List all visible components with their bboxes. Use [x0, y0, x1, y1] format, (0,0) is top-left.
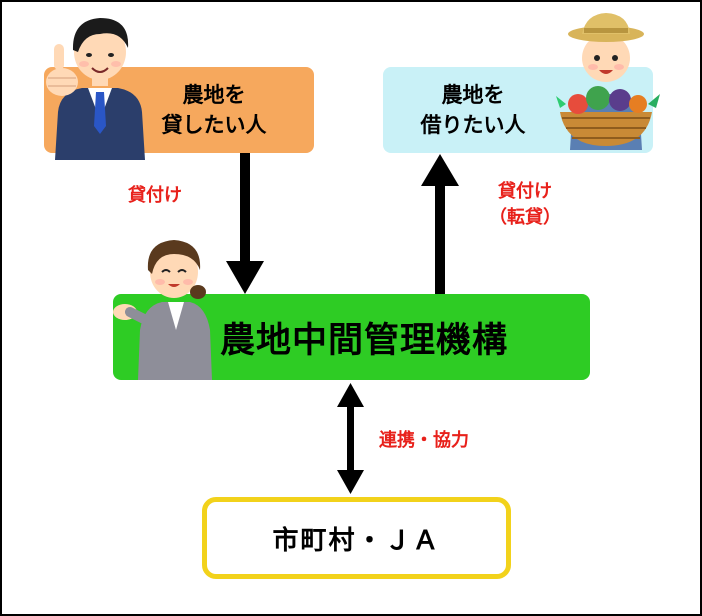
municipality-label: 市町村・ＪＡ: [272, 525, 441, 556]
agency-label: 農地中間管理機構: [219, 320, 508, 361]
cooperation-label: 連携・協力: [379, 430, 469, 451]
borrower-label: 農地を 借りたい人: [420, 83, 526, 137]
lender-label: 農地を 貸したい人: [161, 83, 267, 137]
farmer-with-vegetables-icon: [556, 13, 660, 150]
office-worker-woman-icon: [113, 240, 212, 380]
lend-label: 貸付け: [128, 185, 182, 206]
municipality-box: 市町村・ＪＡ: [202, 497, 511, 579]
sublease-label: 貸付け （転貸）: [489, 181, 561, 228]
sublease-arrow: [421, 154, 459, 294]
businessman-thumbs-up-icon: [46, 18, 145, 160]
lend-arrow: [226, 153, 264, 294]
cooperation-arrow: [337, 383, 364, 494]
